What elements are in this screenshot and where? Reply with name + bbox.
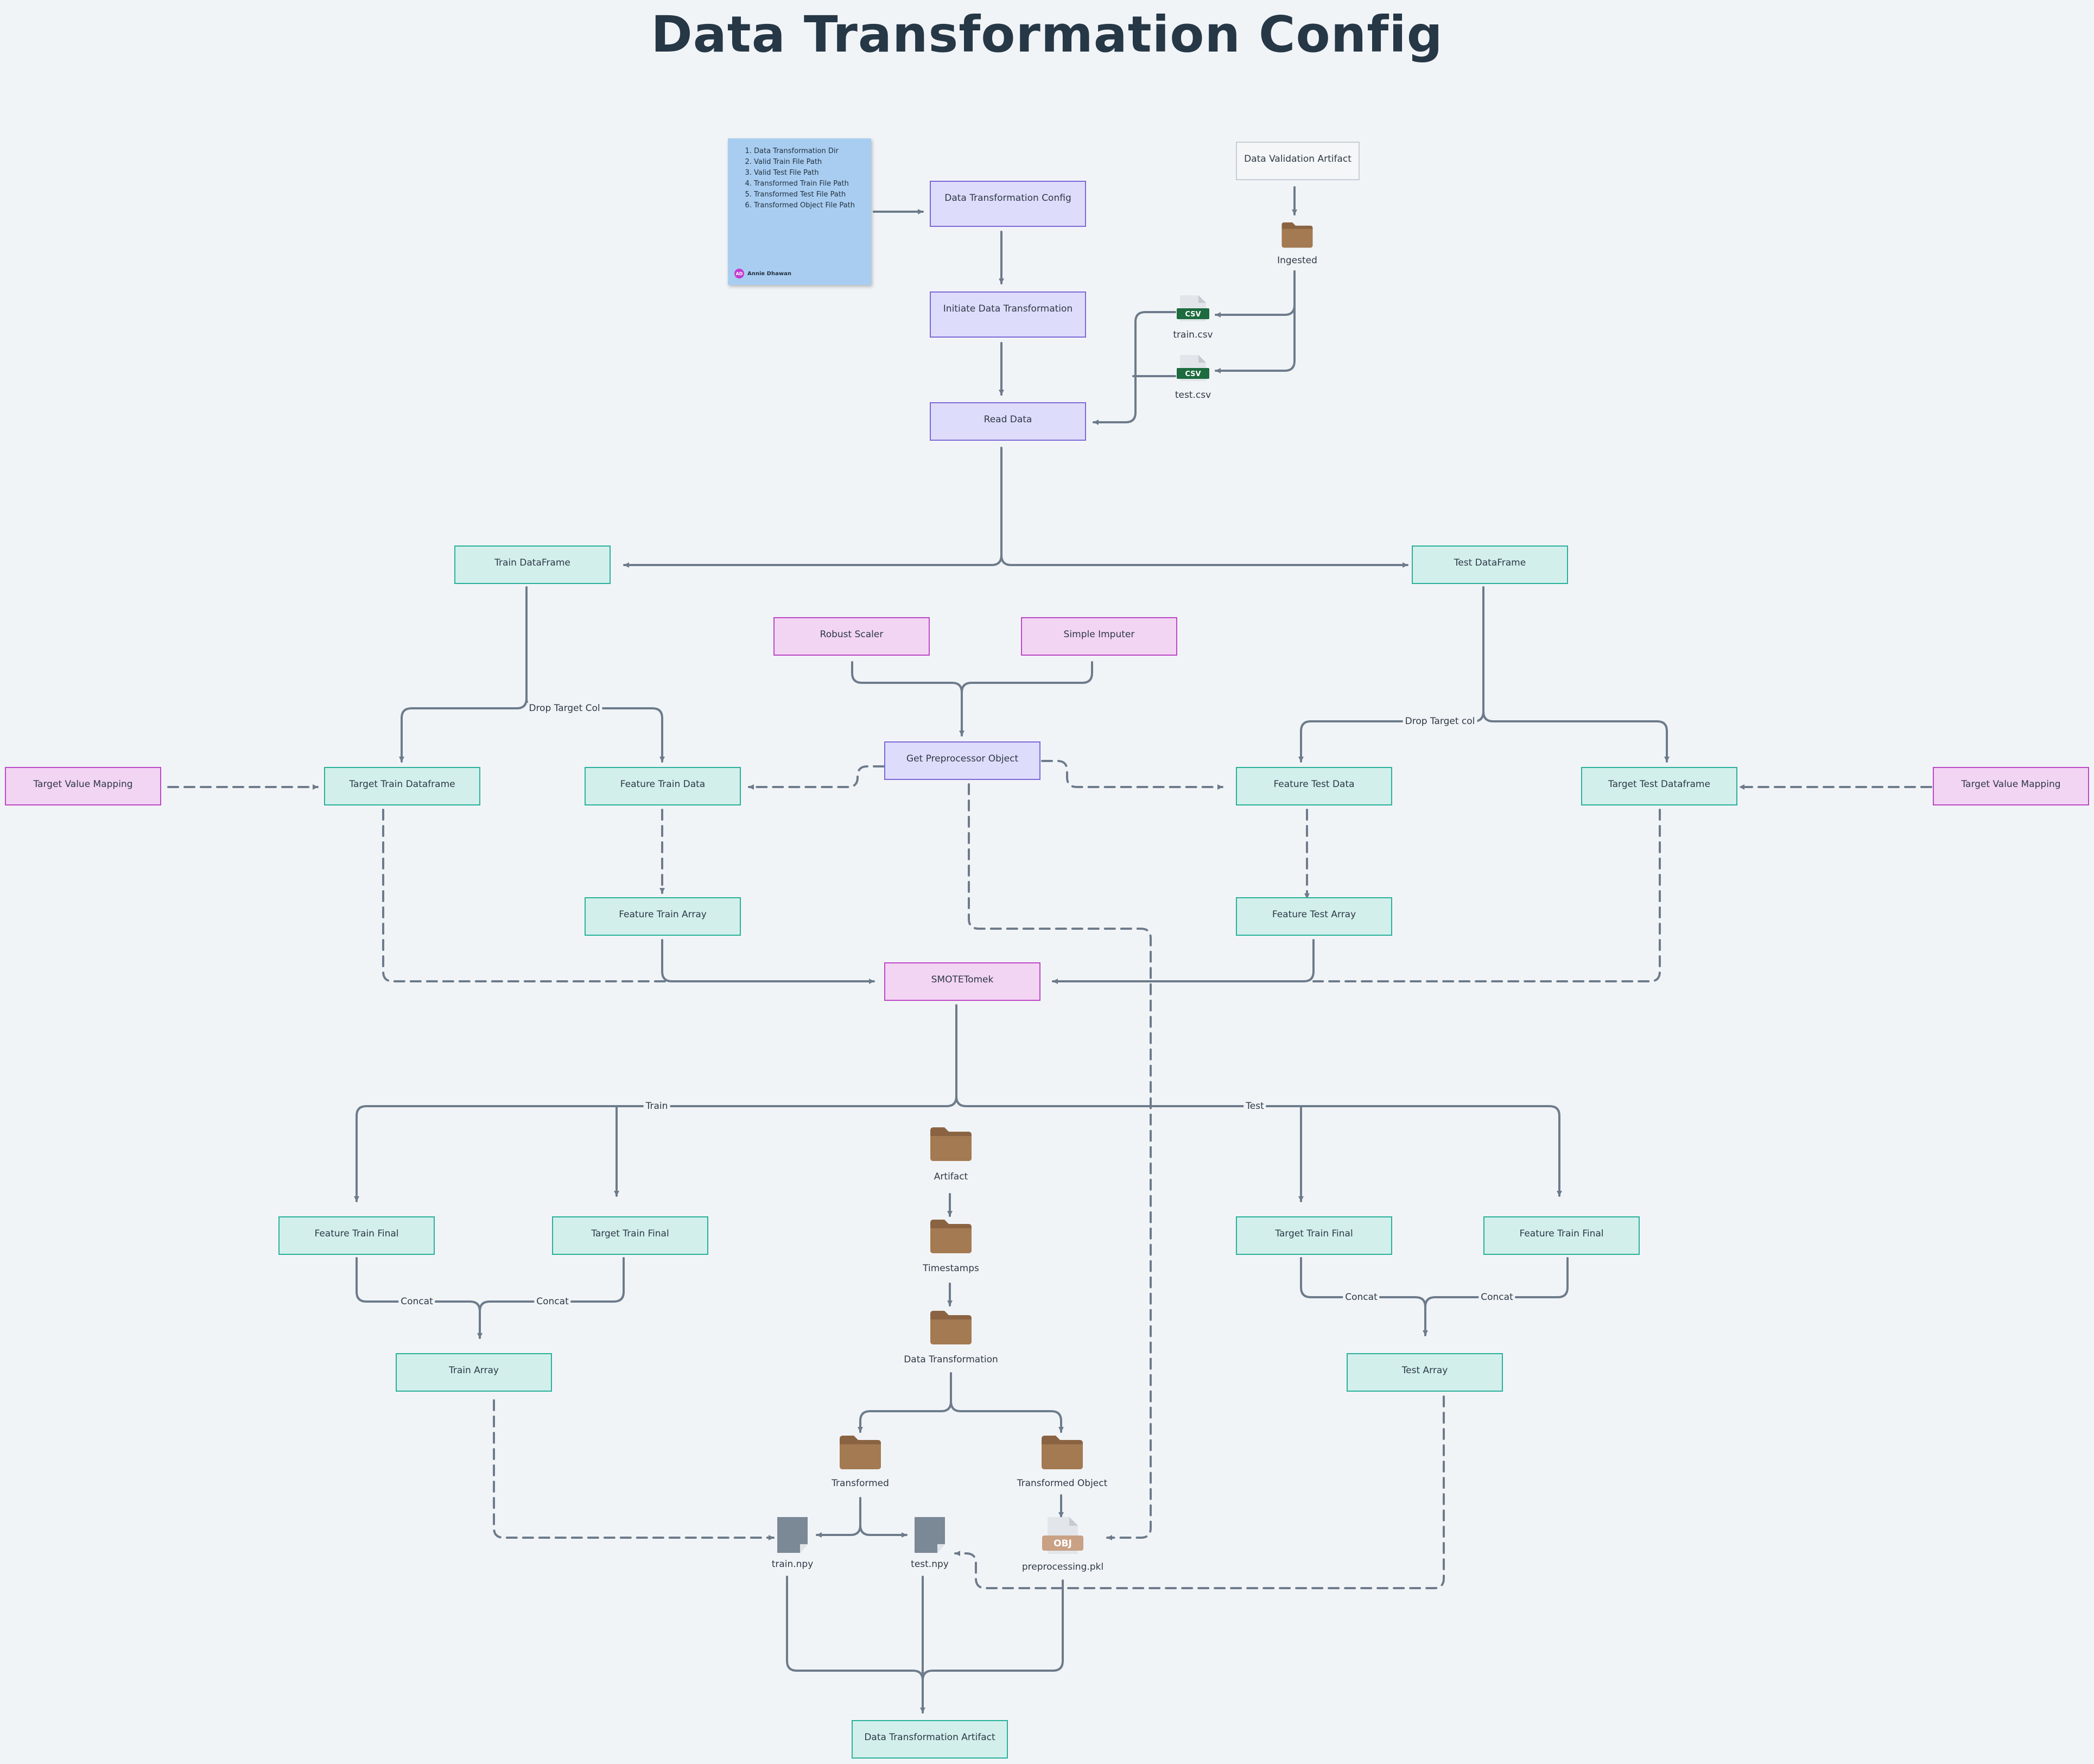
node-feature-test-array[interactable]: Feature Test Array: [1236, 897, 1392, 936]
edge-pkl-artifact: [922, 1579, 1064, 1681]
edge-traincsv-read: [1093, 311, 1176, 425]
edge-label-test: Test: [1243, 1101, 1266, 1112]
folder-icon[interactable]: [1040, 1435, 1084, 1470]
node-target-value-mapping-right[interactable]: Target Value Mapping: [1933, 767, 2089, 805]
edge-preprocessor-pkl: [968, 783, 1152, 1540]
edge-concat-left-b: [479, 1257, 625, 1312]
node-test-dataframe[interactable]: Test DataFrame: [1412, 545, 1568, 584]
node-robust-scaler[interactable]: Robust Scaler: [773, 617, 930, 656]
node-read-data[interactable]: Read Data: [930, 402, 1086, 441]
node-target-train-dataframe[interactable]: Target Train Dataframe: [324, 767, 480, 805]
edge-label-concat: Concat: [1479, 1292, 1515, 1303]
edge-featuretestarray-smote: [1052, 939, 1315, 984]
folder-icon[interactable]: [929, 1219, 973, 1254]
node-feature-train-final-right[interactable]: Feature Train Final: [1483, 1216, 1640, 1255]
node-feature-train-data[interactable]: Feature Train Data: [585, 767, 741, 805]
node-test-array[interactable]: Test Array: [1347, 1353, 1503, 1392]
edge-trainframe-targettrain: [399, 586, 528, 763]
edge-targettest-smote: [1312, 809, 1661, 982]
edge-read-trainframe: [623, 447, 1002, 568]
edge-datatransformation-transformed: [858, 1372, 952, 1433]
node-simple-imputer[interactable]: Simple Imputer: [1021, 617, 1177, 656]
node-get-preprocessor-object[interactable]: Get Preprocessor Object: [884, 741, 1040, 780]
avatar: AD: [734, 269, 744, 278]
npy-file-icon[interactable]: [776, 1516, 809, 1554]
file-label-train-csv: train.csv: [1173, 329, 1213, 340]
edge-concat-right-b: [1424, 1257, 1569, 1308]
note-item: Valid Test File Path: [754, 168, 865, 179]
csv-badge: CSV: [1185, 310, 1201, 319]
edge-label-drop-target-col-right: Drop Target col: [1403, 716, 1477, 727]
node-train-dataframe[interactable]: Train DataFrame: [454, 545, 611, 584]
folder-icon[interactable]: [929, 1310, 973, 1346]
edge-trainnpy-artifact: [786, 1576, 925, 1714]
folder-label-transformed-object: Transformed Object: [1017, 1478, 1108, 1489]
edge-transformed-trainnpy: [816, 1497, 861, 1538]
edge-preprocessor-featuretrain: [748, 765, 885, 790]
note-item: Transformed Object File Path: [754, 200, 865, 211]
node-feature-train-final-left[interactable]: Feature Train Final: [278, 1216, 435, 1255]
edge-label-concat: Concat: [1343, 1292, 1380, 1303]
file-label-preprocessing-pkl: preprocessing.pkl: [1021, 1562, 1104, 1572]
csv-badge: CSV: [1185, 370, 1201, 378]
folder-label-transformed: Transformed: [832, 1478, 889, 1489]
file-label-test-npy: test.npy: [911, 1559, 949, 1570]
node-train-array[interactable]: Train Array: [396, 1353, 552, 1392]
node-feature-train-array[interactable]: Feature Train Array: [585, 897, 741, 936]
node-feature-test-data[interactable]: Feature Test Data: [1236, 767, 1392, 805]
edge-testarray-testnpy: [954, 1395, 1445, 1589]
edge-preprocessor-featuretest: [1041, 760, 1223, 790]
node-target-train-final-left[interactable]: Target Train Final: [552, 1216, 708, 1255]
note-item: Data Transformation Dir: [754, 146, 865, 157]
node-target-value-mapping-left[interactable]: Target Value Mapping: [5, 767, 161, 805]
node-target-test-dataframe[interactable]: Target Test Dataframe: [1581, 767, 1737, 805]
edge-label-concat: Concat: [398, 1296, 435, 1307]
node-initiate-data-transformation[interactable]: Initiate Data Transformation: [930, 291, 1086, 338]
folder-label-artifact: Artifact: [934, 1171, 968, 1182]
edge-scaler-preprocessor: [851, 661, 964, 737]
edge-trainarray-trainnpy: [493, 1399, 775, 1540]
node-data-transformation-artifact[interactable]: Data Transformation Artifact: [852, 1720, 1008, 1759]
csv-file-icon[interactable]: CSV: [1177, 354, 1209, 382]
edge-testframe-targettest: [1482, 710, 1670, 763]
file-label-train-npy: train.npy: [771, 1559, 814, 1570]
folder-icon[interactable]: [929, 1126, 973, 1162]
edge-datatransformation-object: [950, 1400, 1064, 1433]
note-item: Transformed Train File Path: [754, 179, 865, 189]
node-data-validation-artifact[interactable]: Data Validation Artifact: [1236, 142, 1360, 180]
folder-icon[interactable]: [1281, 221, 1313, 249]
note-list: Data Transformation Dir Valid Train File…: [739, 146, 865, 211]
file-label-test-csv: test.csv: [1175, 390, 1211, 401]
edge-testframe-featuretest: [1298, 586, 1484, 763]
edge-smote-feature-train-final-right: [955, 1095, 1562, 1197]
edge-label-drop-target-col-left: Drop Target Col: [526, 703, 602, 714]
folder-label-data-transformation: Data Transformation: [904, 1354, 998, 1365]
edge-label-concat: Concat: [534, 1296, 571, 1307]
npy-file-icon[interactable]: [913, 1516, 946, 1554]
folder-icon[interactable]: [839, 1435, 882, 1470]
obj-badge: OBJ: [1054, 1538, 1072, 1549]
edge-featuretrainarray-smote: [661, 939, 875, 984]
note-item: Transformed Test File Path: [754, 189, 865, 200]
edge-read-testframe: [1000, 554, 1408, 568]
edge-transformed-testnpy: [859, 1524, 908, 1538]
csv-file-icon[interactable]: CSV: [1177, 294, 1209, 322]
edge-ingested-testcsv: [1215, 270, 1296, 373]
edge-ingested-traincsv: [1215, 270, 1296, 318]
node-smotetomek[interactable]: SMOTETomek: [884, 962, 1040, 1001]
author-name: Annie Dhawan: [747, 270, 791, 277]
folder-label-timestamps: Timestamps: [923, 1263, 979, 1274]
node-data-transformation-config[interactable]: Data Transformation Config: [930, 181, 1086, 227]
note-item: Valid Train File Path: [754, 157, 865, 168]
edge-targettrain-smote: [382, 809, 872, 982]
folder-label-ingested: Ingested: [1277, 255, 1317, 266]
pkl-file-icon[interactable]: OBJ: [1041, 1516, 1084, 1555]
edge-label-train: Train: [643, 1101, 670, 1112]
edge-imputer-preprocessor: [961, 661, 1093, 694]
sticky-note[interactable]: Data Transformation Dir Valid Train File…: [728, 138, 871, 285]
node-target-train-final-right[interactable]: Target Train Final: [1236, 1216, 1392, 1255]
note-author: AD Annie Dhawan: [734, 269, 791, 278]
page-title: Data Transformation Config: [651, 5, 1443, 64]
